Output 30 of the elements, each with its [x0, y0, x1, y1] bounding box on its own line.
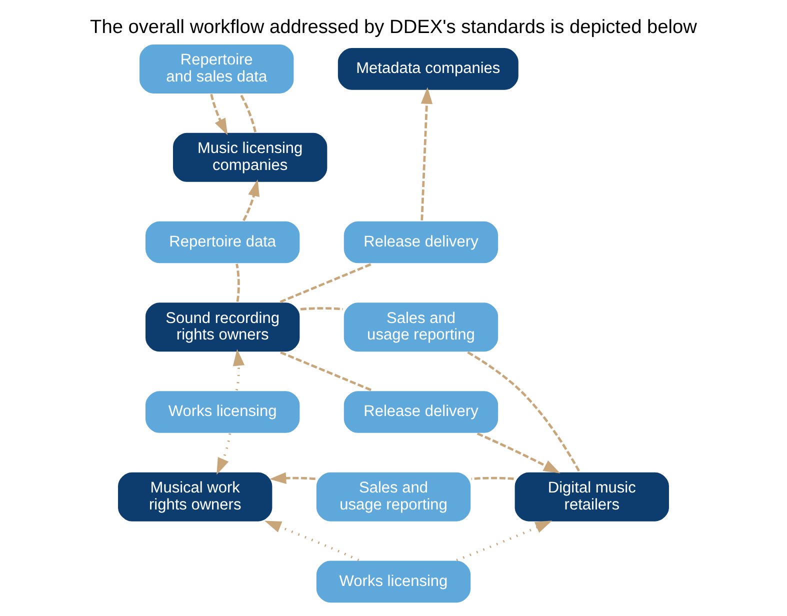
node-box: Sales and usage reporting	[315, 471, 472, 523]
diagram-title: The overall workflow addressed by DDEX's standards is depicted below	[90, 16, 697, 38]
node-box: Release delivery	[342, 390, 500, 434]
arrow	[210, 94, 228, 136]
arrow	[232, 349, 245, 390]
arrow	[269, 472, 316, 484]
arrow	[476, 432, 560, 474]
connector	[240, 94, 257, 132]
node-box: Works licensing	[144, 390, 301, 434]
connector	[467, 351, 580, 472]
arrow	[242, 179, 260, 222]
node-box: Repertoire data	[144, 220, 301, 264]
connector	[300, 307, 343, 310]
node-box: Repertoire and sales data	[138, 43, 295, 95]
node-box: Sound recording rights owners	[144, 301, 301, 353]
node-box: Musical work rights owners	[116, 471, 274, 523]
connector	[280, 262, 372, 304]
node-box: Music licensing companies	[172, 132, 328, 184]
node-box: Release delivery	[342, 220, 500, 264]
connector	[280, 351, 373, 392]
node-box: Works licensing	[315, 560, 472, 604]
node-box: Sales and usage reporting	[342, 301, 500, 353]
connector	[236, 264, 240, 302]
node-box: Digital music retailers	[514, 471, 670, 523]
arrow	[216, 433, 232, 475]
arrow	[456, 520, 552, 562]
arrow	[420, 87, 433, 220]
arrow	[264, 520, 360, 562]
connector	[471, 476, 514, 480]
node-box: Metadata companies	[336, 46, 520, 92]
